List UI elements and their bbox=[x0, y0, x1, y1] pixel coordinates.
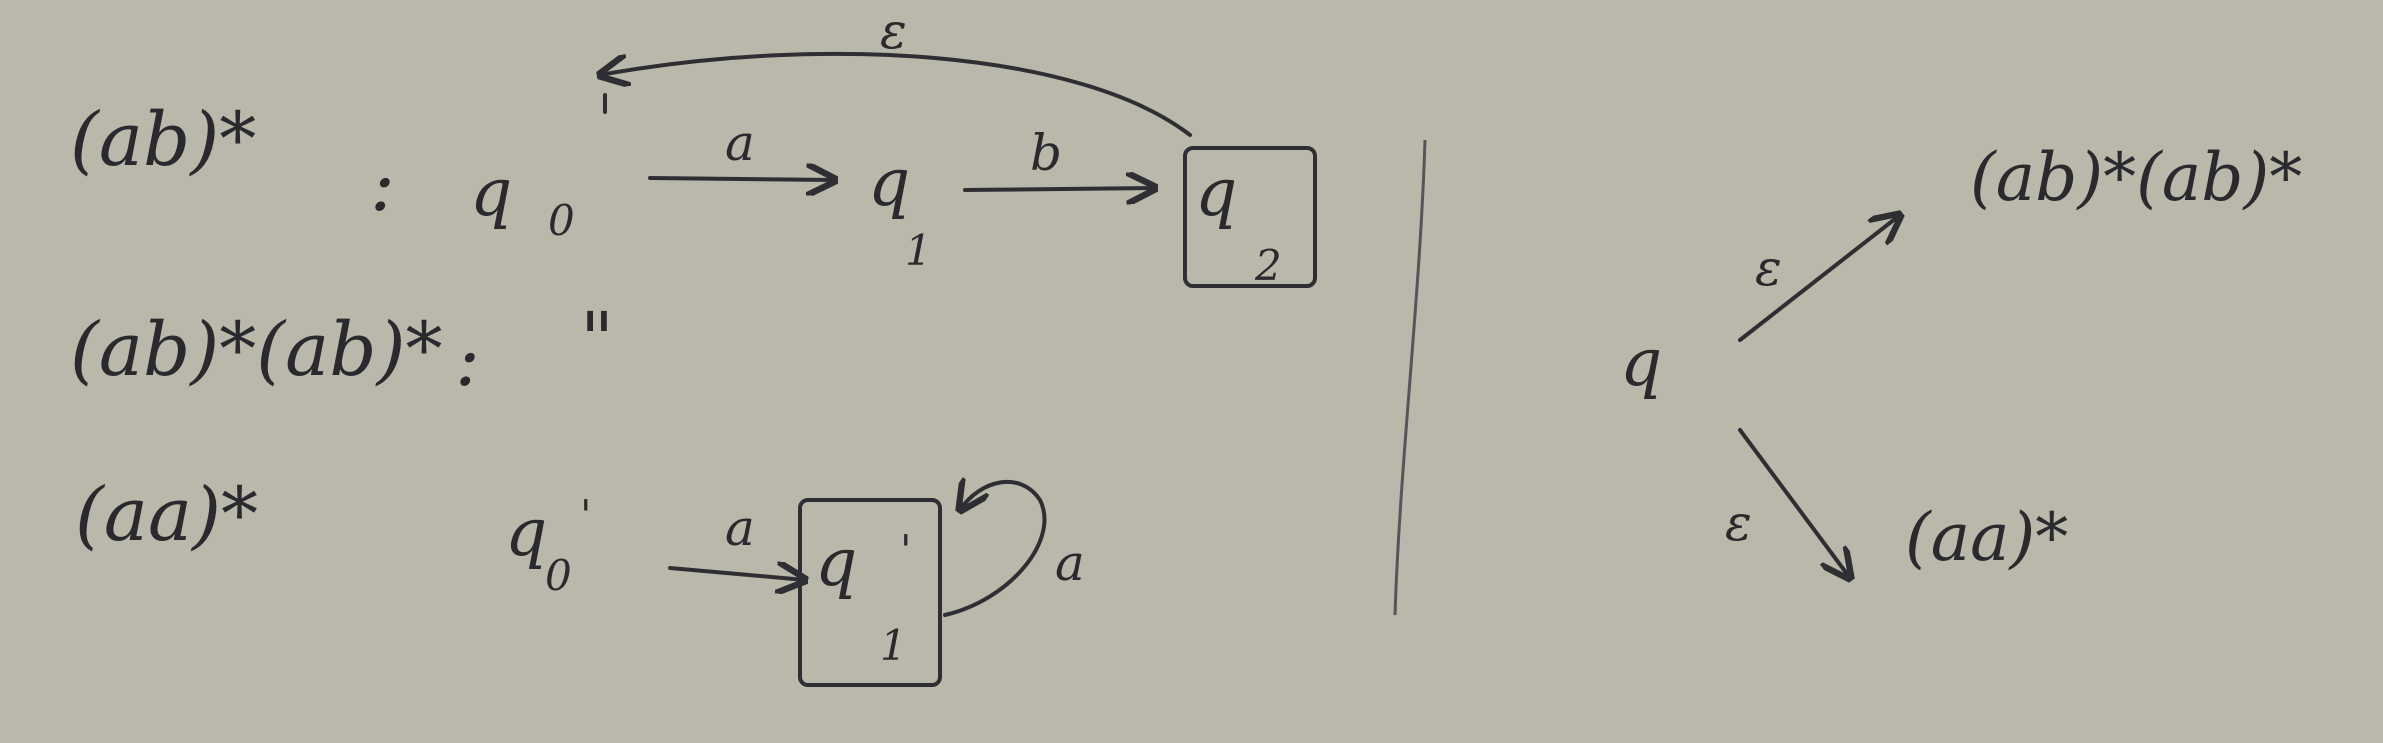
final-state-box-2 bbox=[798, 498, 942, 687]
transition-q1-q2 bbox=[963, 188, 1155, 190]
expr-aa-star: (aa)* bbox=[75, 472, 258, 558]
ditto-mark: " bbox=[580, 297, 614, 383]
self-loop-label-a: a bbox=[1055, 534, 1085, 592]
state-q0: q 0 bbox=[470, 154, 575, 245]
transition-label-a: a bbox=[725, 114, 755, 172]
svg-text:q: q bbox=[470, 154, 512, 231]
transition-q0p-q1p bbox=[668, 568, 805, 580]
automaton-aa: q 0 ' a q 1 ' a bbox=[505, 482, 1085, 687]
divider-line bbox=[1393, 139, 1427, 616]
transition-q0-q1 bbox=[648, 178, 835, 180]
svg-text:q: q bbox=[868, 144, 910, 221]
union-start-state: q bbox=[1620, 324, 1662, 401]
svg-text:': ' bbox=[900, 526, 912, 575]
upper-epsilon-label: ε bbox=[1755, 239, 1782, 297]
colon-2: : bbox=[455, 317, 480, 403]
lower-epsilon-transition bbox=[1738, 428, 1850, 578]
transition-label-epsilon: ε bbox=[880, 2, 907, 60]
final-state-box bbox=[1183, 146, 1317, 288]
state-q1-prime-final: q 1 ' bbox=[798, 498, 942, 687]
expr-ab-star-ab-star: (ab)*(ab)* bbox=[70, 307, 442, 393]
lower-target-expr: (aa)* bbox=[1905, 499, 2068, 576]
state-q2-final: q 2 bbox=[1183, 146, 1317, 290]
colon-1: : bbox=[370, 142, 395, 228]
svg-text:1: 1 bbox=[880, 621, 907, 670]
transition-q2-q0-epsilon bbox=[600, 51, 1192, 137]
automaton-ab: q 0 a q 1 b q 2 ε bbox=[470, 2, 1317, 290]
transition-label-a-2: a bbox=[725, 499, 755, 557]
upper-target-expr: (ab)*(ab)* bbox=[1970, 139, 2302, 216]
svg-text:0: 0 bbox=[548, 196, 575, 245]
svg-text:1: 1 bbox=[905, 226, 932, 275]
expr-ab-star: (ab)* bbox=[70, 97, 256, 183]
transition-label-b: b bbox=[1030, 124, 1062, 182]
union-construction: q ε (ab)*(ab)* ε (aa)* bbox=[1620, 139, 2302, 578]
upper-epsilon-transition bbox=[1738, 215, 1900, 342]
svg-text:q: q bbox=[505, 494, 547, 571]
state-q1: q 1 bbox=[868, 144, 932, 275]
self-loop-q1p bbox=[943, 482, 1047, 617]
svg-text:': ' bbox=[580, 491, 592, 540]
svg-text:2: 2 bbox=[1254, 241, 1282, 290]
svg-text:q: q bbox=[1195, 154, 1237, 231]
state-q0-prime: q 0 ' bbox=[505, 491, 592, 600]
svg-text:0: 0 bbox=[545, 551, 572, 600]
svg-text:q: q bbox=[815, 524, 857, 601]
lower-epsilon-label: ε bbox=[1725, 494, 1752, 552]
